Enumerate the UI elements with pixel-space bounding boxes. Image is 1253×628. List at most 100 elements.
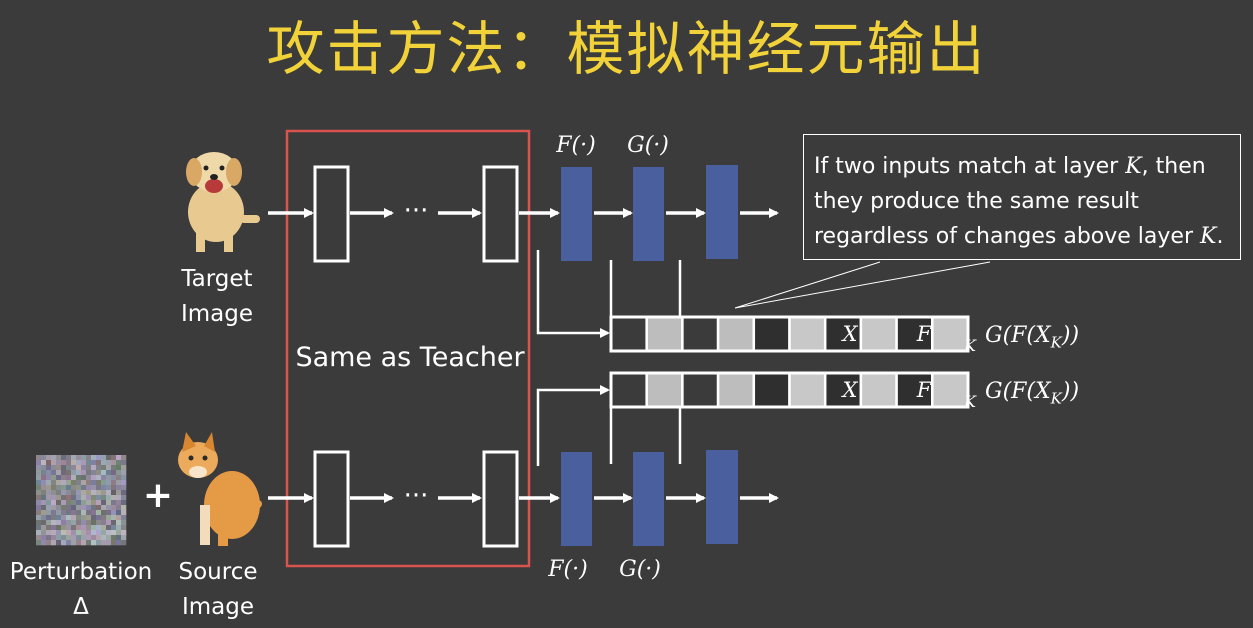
noise-pixel [91, 470, 97, 476]
bottom-layer-output [706, 450, 738, 544]
noise-pixel [116, 490, 122, 496]
noise-pixel [36, 505, 42, 511]
noise-pixel [116, 530, 122, 536]
noise-pixel [56, 535, 62, 541]
noise-pixel [101, 460, 107, 466]
noise-pixel [36, 480, 42, 486]
noise-pixel [71, 470, 77, 476]
bottom-teacher-layer-k [482, 450, 519, 548]
noise-pixel [106, 485, 112, 491]
noise-pixel [91, 525, 97, 531]
noise-pixel [66, 460, 72, 466]
strip-cell [681, 315, 720, 353]
noise-pixel [61, 470, 67, 476]
top-strip-output-end: )) [1061, 323, 1080, 348]
noise-pixel [86, 475, 92, 481]
callout-line-3-text: regardless of changes above layer [814, 224, 1200, 249]
noise-pixel [101, 540, 107, 546]
noise-pixel [76, 515, 82, 521]
noise-pixel [91, 500, 97, 506]
noise-pixel [106, 470, 112, 476]
noise-pixel [96, 540, 102, 546]
noise-pixel [46, 475, 52, 481]
top-teacher-layer-k [482, 165, 519, 263]
noise-pixel [96, 475, 102, 481]
noise-pixel [121, 535, 127, 541]
perturbation-noise-image [36, 455, 127, 546]
strip-cell [859, 315, 898, 353]
noise-pixel [56, 465, 62, 471]
noise-pixel [106, 455, 112, 461]
callout-line-3: regardless of changes above layer K. [814, 219, 1230, 254]
noise-pixel [106, 520, 112, 526]
noise-pixel [96, 465, 102, 471]
noise-pixel [46, 525, 52, 531]
noise-pixel [111, 470, 117, 476]
noise-pixel [36, 535, 42, 541]
noise-pixel [61, 525, 67, 531]
top-strip-f-label: F [916, 322, 932, 346]
strip-cell [645, 315, 684, 353]
noise-pixel [56, 480, 62, 486]
target-image-label-line2: Image [180, 301, 254, 327]
noise-pixel [106, 495, 112, 501]
noise-pixel [81, 495, 87, 501]
noise-pixel [116, 520, 122, 526]
noise-pixel [51, 510, 57, 516]
noise-pixel [41, 480, 47, 486]
noise-pixel [121, 455, 127, 461]
callout-line-2: they produce the same result [814, 189, 1139, 214]
bottom-pipeline [268, 450, 779, 548]
noise-pixel [111, 480, 117, 486]
noise-pixel [116, 455, 122, 461]
noise-pixel [71, 515, 77, 521]
noise-pixel [71, 490, 77, 496]
noise-pixel [106, 510, 112, 516]
noise-pixel [81, 475, 87, 481]
callout-line-1-text: If two inputs match at layer [814, 154, 1126, 179]
noise-pixel [51, 455, 57, 461]
noise-pixel [66, 510, 72, 516]
noise-pixel [76, 530, 82, 536]
noise-pixel [111, 525, 117, 531]
strip-cell [716, 315, 756, 353]
noise-pixel [66, 515, 72, 521]
noise-pixel [86, 470, 92, 476]
noise-pixel [111, 540, 117, 546]
noise-pixel [101, 505, 107, 511]
noise-pixel [111, 495, 117, 501]
noise-pixel [51, 490, 57, 496]
noise-pixel [106, 475, 112, 481]
top-teacher-layer-1 [313, 165, 350, 263]
noise-pixel [91, 520, 97, 526]
noise-pixel [91, 530, 97, 536]
noise-pixel [76, 460, 82, 466]
noise-pixel [91, 465, 97, 471]
noise-pixel [101, 465, 107, 471]
noise-pixel [51, 475, 57, 481]
noise-pixel [106, 460, 112, 466]
noise-pixel [46, 495, 52, 501]
noise-pixel [121, 520, 127, 526]
noise-pixel [121, 530, 127, 536]
perturbation-label: Perturbation Δ [0, 555, 162, 625]
noise-pixel [121, 525, 127, 531]
noise-pixel [111, 535, 117, 541]
noise-pixel [46, 465, 52, 471]
source-image-label-line1: Source [178, 559, 258, 585]
source-image-label-line2: Image [181, 594, 255, 620]
target-image-label: Target Image [163, 262, 271, 332]
noise-pixel [46, 490, 52, 496]
noise-pixel [36, 495, 42, 501]
strip-outline [609, 315, 970, 353]
noise-pixel [76, 540, 82, 546]
noise-pixel [111, 455, 117, 461]
top-ellipsis: ··· [403, 196, 429, 226]
noise-pixel [36, 490, 42, 496]
noise-pixel [76, 470, 82, 476]
callout-line-3-k: K [1200, 224, 1217, 249]
noise-pixel [56, 515, 62, 521]
noise-pixel [91, 490, 97, 496]
noise-pixel [56, 470, 62, 476]
noise-pixel [66, 470, 72, 476]
